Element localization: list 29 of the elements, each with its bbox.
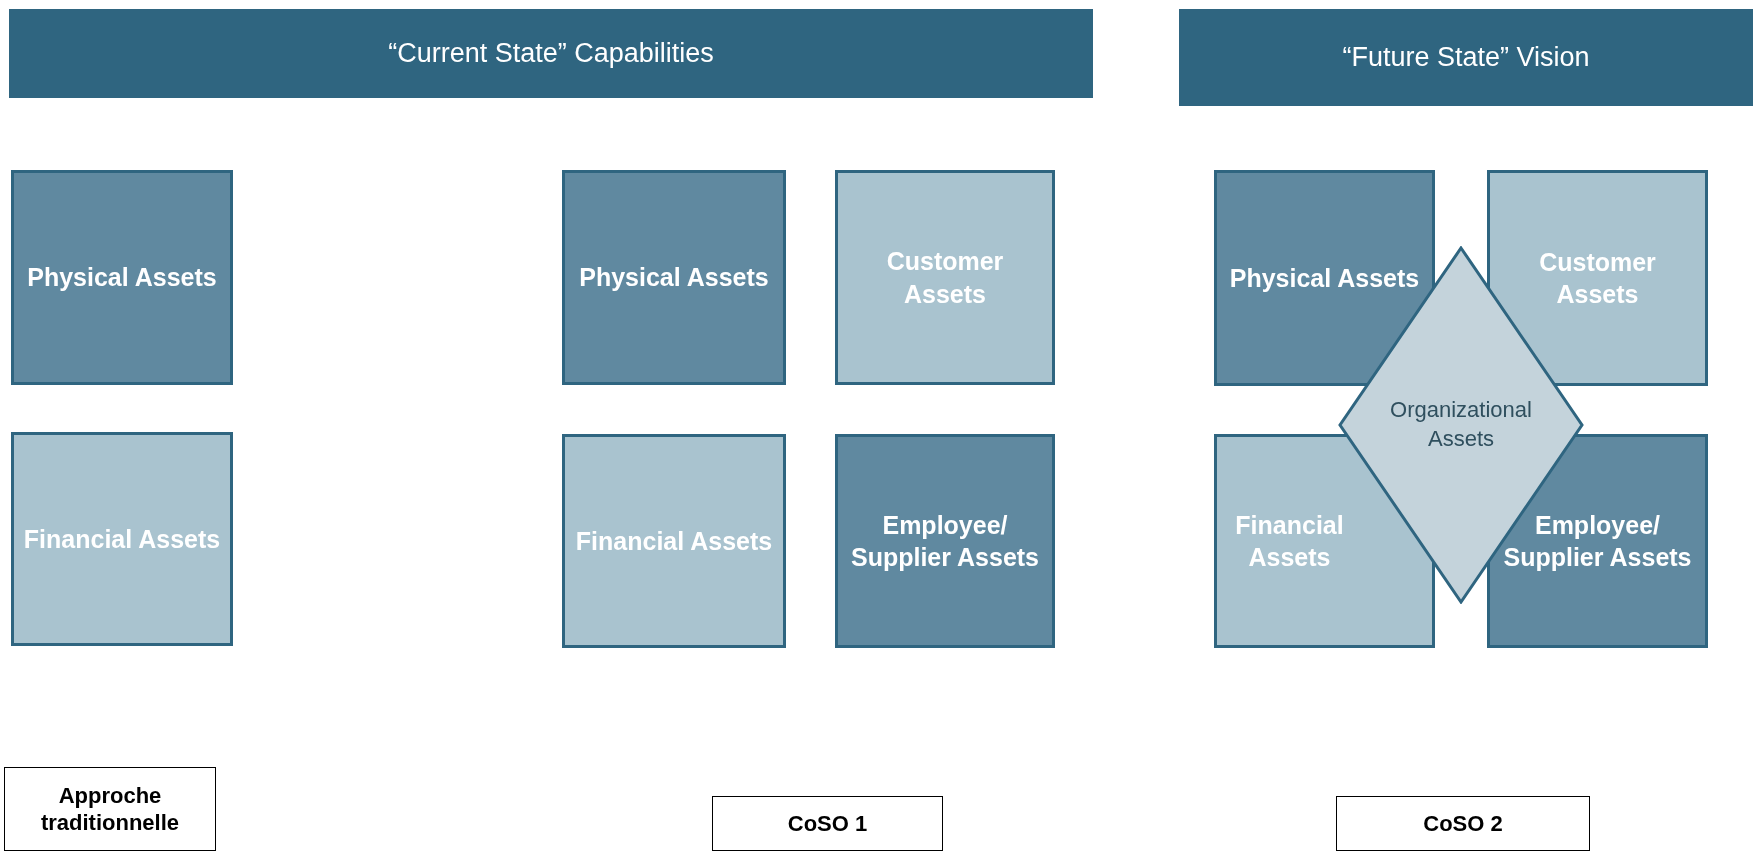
box-label: Financial Assets [1234, 509, 1345, 573]
box-label: Financial Assets [23, 523, 221, 555]
asset-box [11, 170, 233, 385]
box-label: Employee/ Supplier Assets [850, 509, 1040, 573]
asset-box [562, 170, 786, 385]
box-label: CoSO 2 [1423, 809, 1503, 838]
box-label: Customer Assets [885, 246, 1005, 310]
box-label: Customer Assets [1538, 246, 1657, 310]
box-label: CoSO 1 [787, 809, 868, 838]
label-box [712, 796, 943, 851]
box-label: Physical Assets [1229, 262, 1420, 294]
box-label: Physical Assets [579, 262, 769, 294]
asset-box [1214, 170, 1435, 386]
asset-box [835, 170, 1055, 385]
box-label: Financial Assets [575, 525, 773, 557]
asset-box [1487, 170, 1708, 386]
banner-title: “Future State” Vision [1342, 40, 1590, 74]
asset-box [562, 434, 786, 648]
asset-box [11, 432, 233, 646]
header-banner [1179, 9, 1753, 106]
label-box [1336, 796, 1590, 851]
box-label: Employee/ Supplier Assets [1502, 509, 1693, 573]
box-label: Approche traditionnelle [39, 781, 181, 837]
asset-box [835, 434, 1055, 648]
banner-title: “Current State” Capabilities [388, 36, 714, 70]
header-banner [9, 9, 1093, 98]
box-label: Physical Assets [27, 262, 217, 294]
label-box [4, 767, 216, 851]
box-label: Organizational Assets [1389, 396, 1533, 453]
